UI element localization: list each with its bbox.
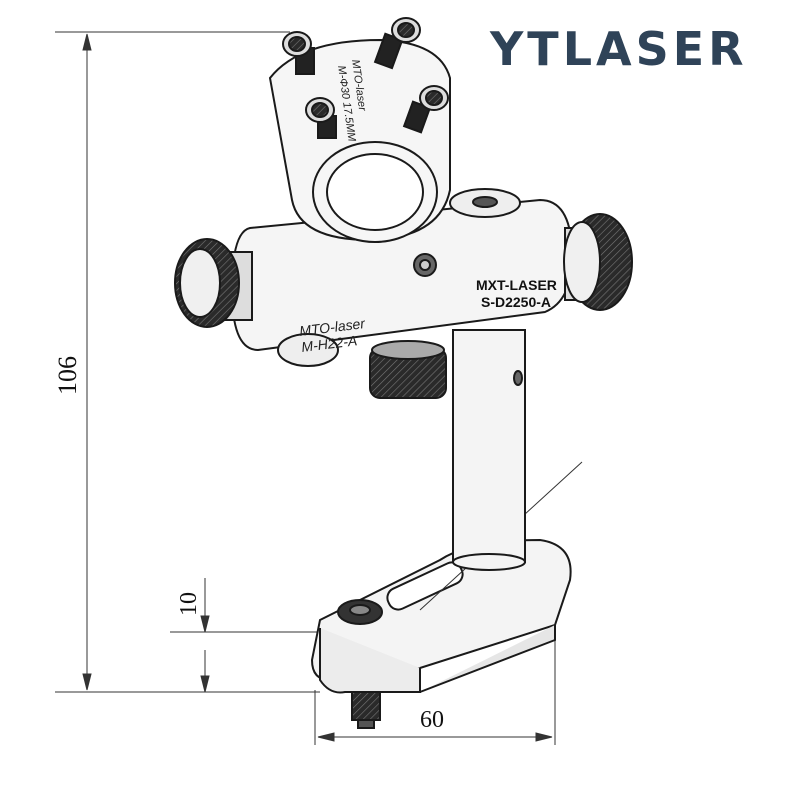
holder-screw-top-right	[373, 17, 421, 70]
holder-screw-bottom-left	[305, 97, 337, 139]
holder-screw-bottom-right	[402, 85, 449, 134]
model-label-line2: S-D2250-A	[481, 294, 551, 310]
base-bracket	[310, 538, 572, 729]
holder-screw-top-left	[282, 31, 315, 75]
post-rod	[452, 329, 526, 571]
dimension-base-height	[170, 578, 330, 693]
right-adjust-knob	[563, 213, 633, 311]
adjustment-body	[230, 188, 574, 367]
body-engraving-line2: M-H22-A	[300, 332, 358, 355]
dimension-base-width	[314, 600, 556, 745]
dimension-10-label: 10	[176, 592, 202, 616]
dimension-height-total	[55, 31, 320, 693]
locking-knob	[369, 340, 447, 399]
model-label-line1: MXT-LASER	[476, 277, 557, 293]
brand-logo: YTLASER	[490, 22, 748, 76]
dimension-106-label: 106	[53, 356, 82, 395]
laser-holder-ring	[268, 38, 451, 243]
left-adjust-knob	[174, 238, 253, 328]
dimension-60-label: 60	[420, 707, 444, 733]
